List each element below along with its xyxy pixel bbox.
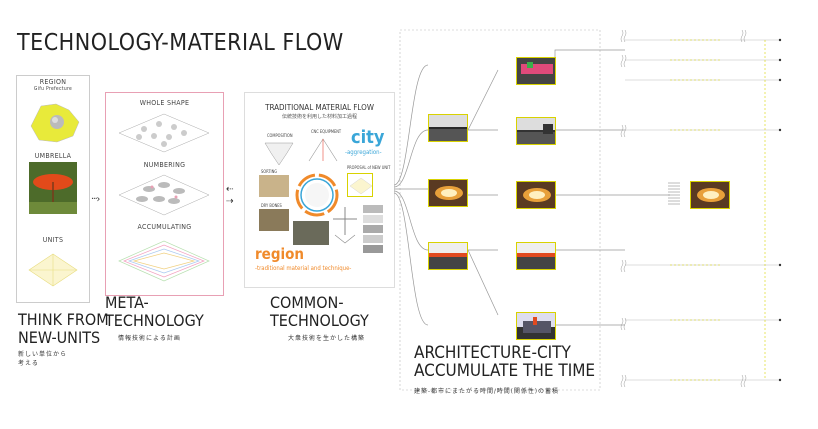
- common-technology-panel: TRADITIONAL MATERIAL FLOW 伝統技術を利用した材料加工過…: [244, 92, 395, 288]
- flow-thumb-aggregate: [690, 181, 730, 209]
- region-label: REGION: [39, 78, 67, 86]
- dry-bones-label: DRY BONES: [261, 203, 282, 208]
- city-label: city: [351, 127, 385, 148]
- flow-thumb-installation-2: [516, 181, 556, 209]
- flow-caption-2: ACCUMULATE THE TIME: [414, 361, 596, 381]
- unit-model: [333, 207, 357, 244]
- traditional-flow-header: TRADITIONAL MATERIAL FLOW: [265, 103, 374, 112]
- workshop-photo: [293, 221, 329, 245]
- region-map: [30, 103, 80, 143]
- equipment-label: CNC EQUIPMENT: [311, 129, 342, 134]
- meta-caption-2: TECHNOLOGY: [105, 311, 204, 330]
- proposal-label: PROPOSAL of NEW UNIT: [347, 165, 391, 170]
- accumulating-label: ACCUMULATING: [137, 223, 192, 231]
- sorting-label: SORTING: [261, 169, 278, 174]
- whole-shape-label: WHOLE SHAPE: [139, 99, 190, 107]
- material-cycle-diagram: [295, 173, 339, 217]
- flow-thumb-canopy-2: [516, 242, 556, 270]
- composition-label: COMPOSITION: [267, 133, 293, 138]
- umbrella-photo: [29, 162, 77, 214]
- flow-thumb-road-2: [516, 117, 556, 145]
- city-sublabel: -aggregation-: [345, 149, 382, 156]
- dry-bones-photo: [259, 209, 289, 231]
- flow-thumb-colorful: [516, 57, 556, 85]
- flow-thumb-road: [428, 114, 468, 142]
- arrow-to-meta: ···›: [91, 194, 100, 205]
- common-caption-1: COMMON-: [270, 293, 344, 312]
- equipment-diagram: [308, 138, 338, 162]
- common-caption-jp: 大衆技術を生かした構築: [288, 335, 366, 342]
- flow-caption-jp: 建築-都市にまたがる時間/時間(関係性)の蓄積: [414, 388, 559, 395]
- units-label: UNITS: [42, 236, 64, 244]
- flow-thumb-canopy-1: [428, 242, 468, 270]
- arrow-back: ⇠: [226, 184, 234, 195]
- flow-thumb-installation-1: [428, 179, 468, 207]
- umbrella-label: UMBRELLA: [34, 152, 72, 160]
- units-caption-1: THINK FROM: [18, 310, 109, 329]
- region-sublabel: -traditional material and technique-: [255, 265, 352, 272]
- common-caption-2: TECHNOLOGY: [270, 311, 369, 330]
- flow-network: [393, 29, 782, 391]
- units-caption-jp-1: 新しい単位から: [18, 351, 68, 358]
- sample-swatches: [363, 205, 383, 265]
- whole-shape-diagram: [118, 113, 210, 153]
- sorting-photo: [259, 175, 289, 197]
- traditional-flow-header-jp: 伝統技術を利用した材料加工過程: [281, 114, 357, 120]
- units-caption-2: NEW-UNITS: [18, 328, 101, 347]
- page-title: TECHNOLOGY-MATERIAL FLOW: [17, 30, 344, 56]
- flow-caption-1: ARCHITECTURE-CITY: [414, 343, 571, 363]
- region-sublabel: Gifu Prefecture: [33, 86, 73, 92]
- units-caption-jp-2: 考える: [18, 360, 39, 367]
- numbering-label: NUMBERING: [143, 161, 186, 169]
- flow-thumb-building: [516, 312, 556, 340]
- proposal-unit-image: [347, 173, 373, 197]
- composition-diagram: [264, 142, 294, 166]
- region-label: region: [255, 245, 304, 263]
- units-panel: REGION Gifu Prefecture UMBRELLA UNITS: [16, 75, 90, 303]
- unit-sketch: [28, 253, 78, 287]
- meta-technology-panel: WHOLE SHAPE NUMBERING ACCUMULATING: [105, 92, 224, 296]
- meta-caption-jp: 情報技術による計画: [118, 335, 181, 342]
- meta-caption-1: META-: [105, 293, 149, 312]
- numbering-diagram: [118, 174, 210, 216]
- accumulating-diagram: [118, 240, 210, 282]
- arrow-forward: ⇢: [226, 196, 234, 207]
